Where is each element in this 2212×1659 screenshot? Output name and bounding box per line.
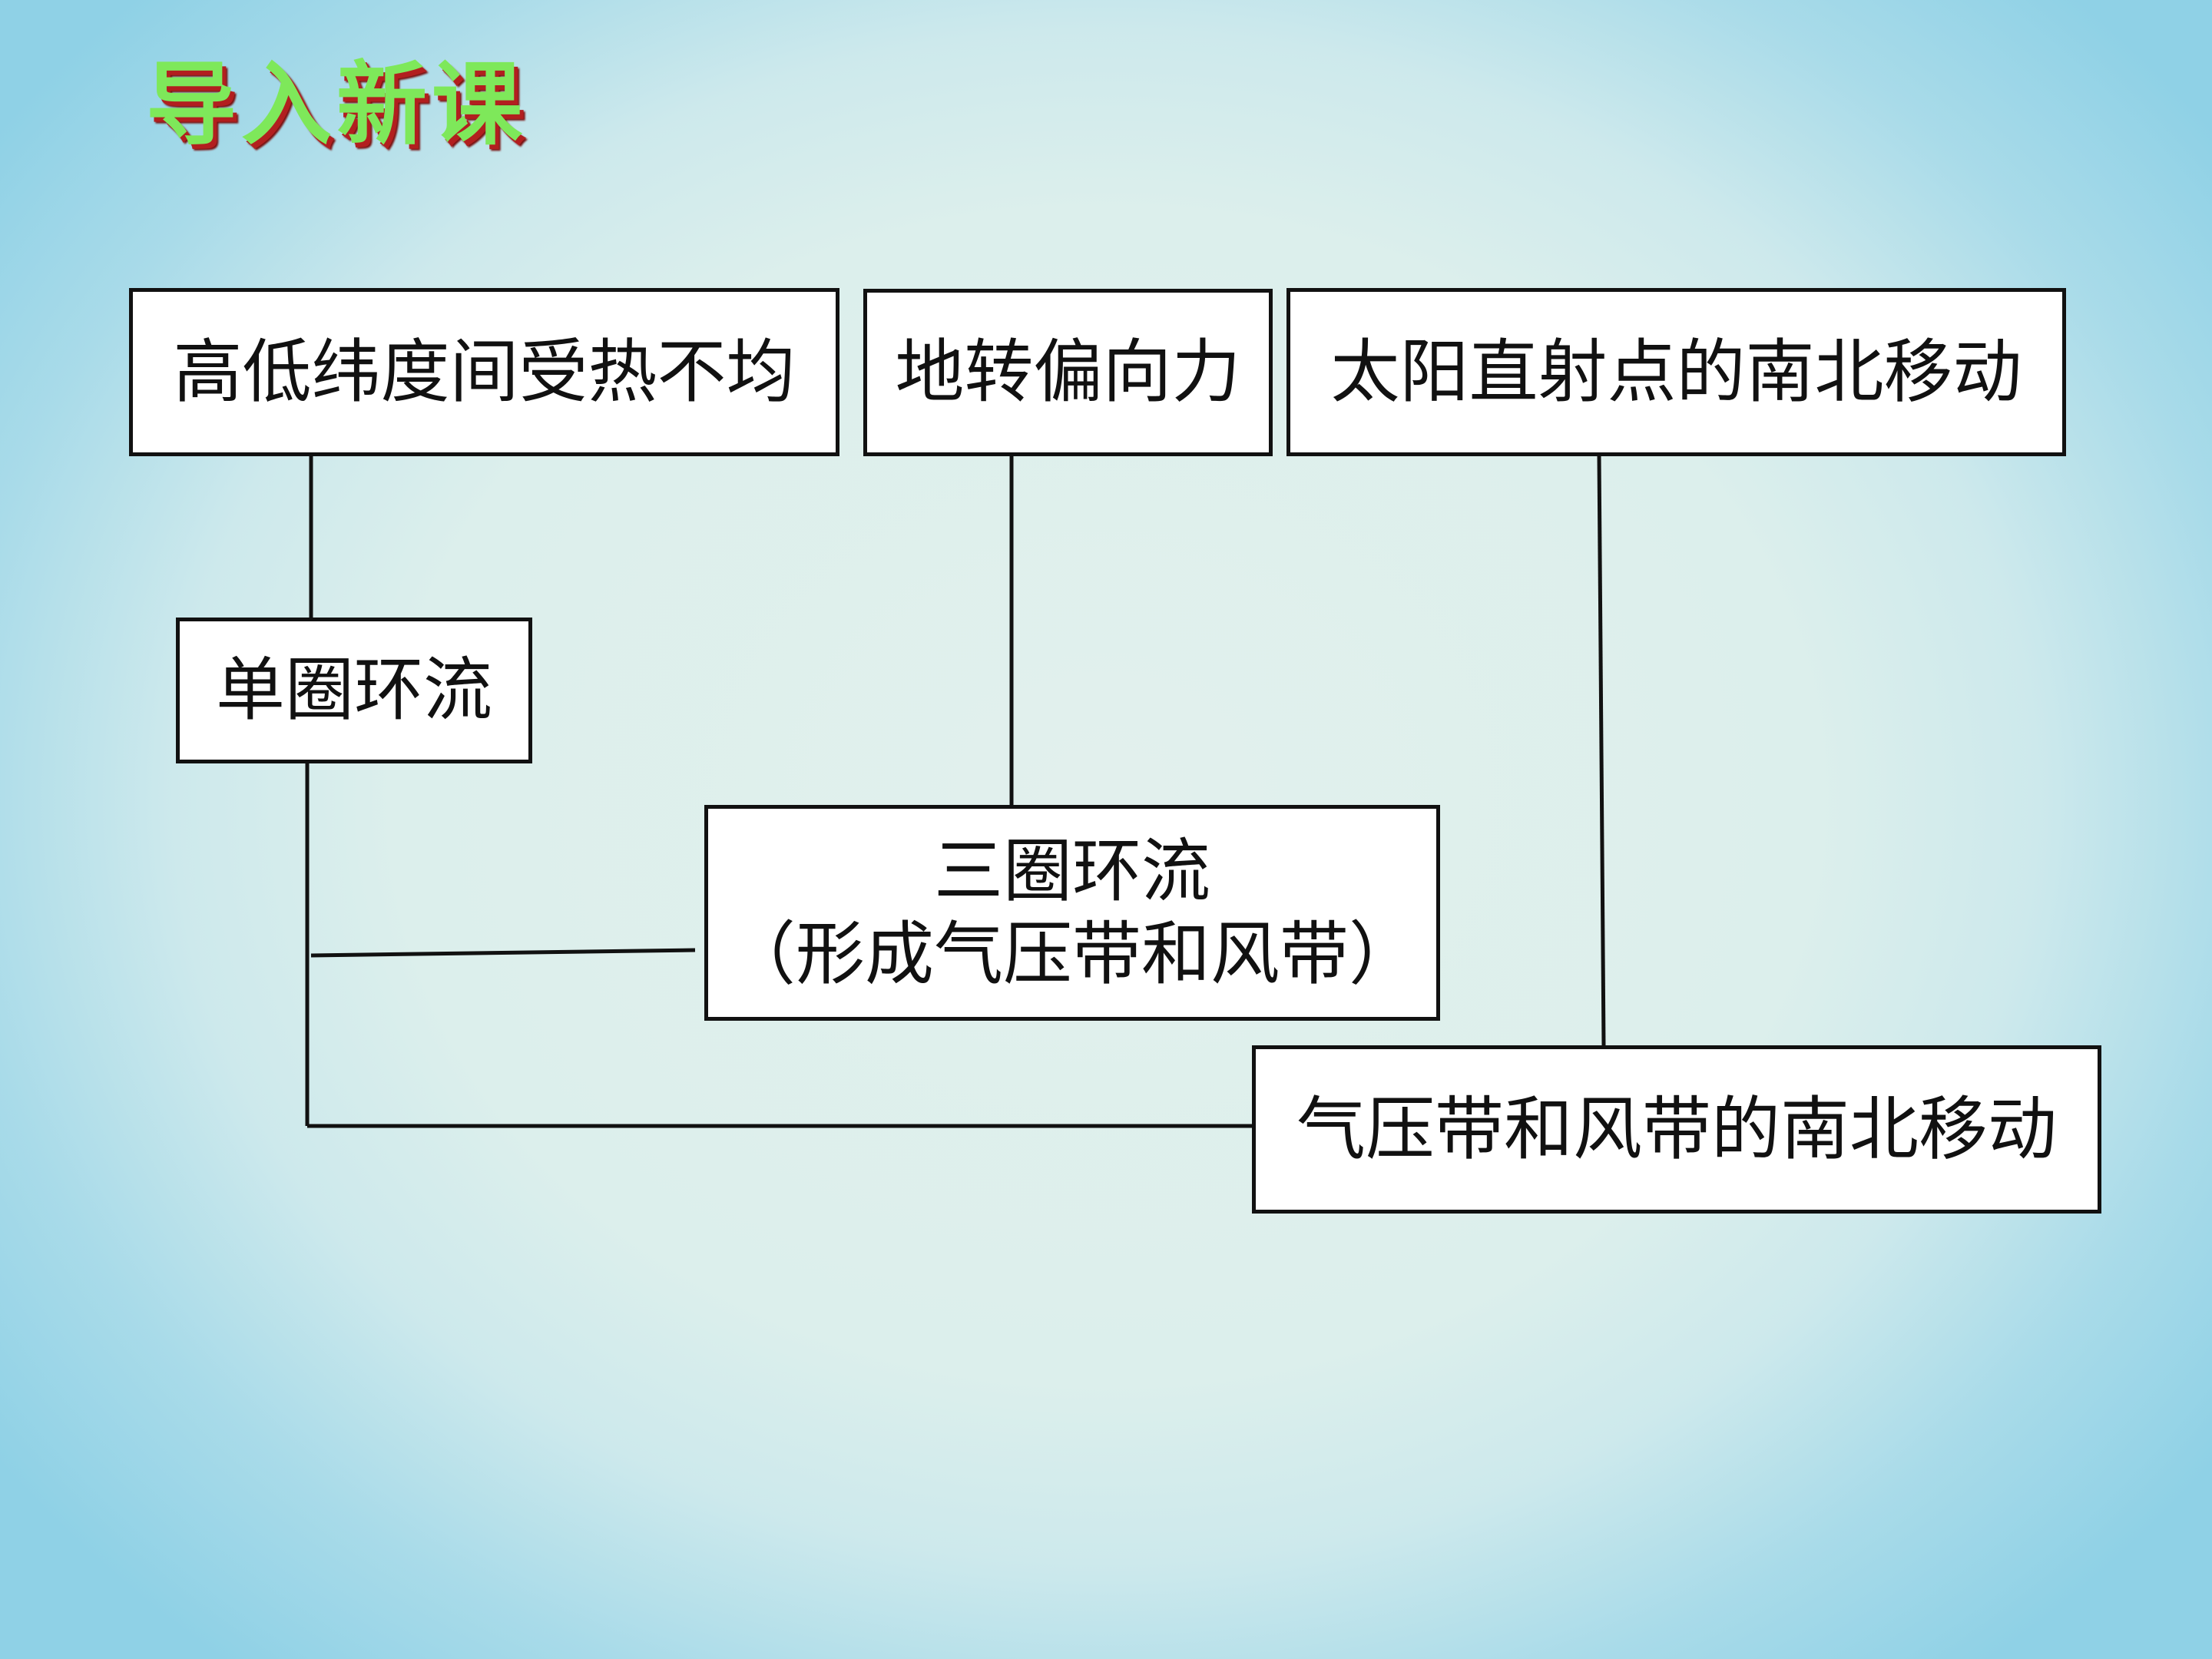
node-single-cell-circulation-label: 单圈环流 (216, 650, 492, 730)
node-uneven-heating: 高低纬度间受热不均 (129, 288, 839, 456)
node-coriolis-force-label: 地转偏向力 (895, 332, 1241, 412)
node-belt-shift-label: 气压带和风带的南北移动 (1296, 1088, 2057, 1170)
node-three-cell-circulation-line1: 三圈环流 (934, 830, 1210, 912)
connector-single-cell-to-three-cell (310, 948, 696, 958)
node-three-cell-circulation: 三圈环流 （形成气压带和风带） (704, 805, 1440, 1021)
node-coriolis-force: 地转偏向力 (863, 289, 1273, 456)
slide-title: 导入新课 (146, 51, 528, 157)
node-three-cell-circulation-line2: （形成气压带和风带） (727, 913, 1418, 995)
node-solar-point-shift-label: 太阳直射点的南北移动 (1330, 331, 2022, 412)
node-single-cell-circulation: 单圈环流 (176, 618, 532, 763)
connector-solar-shift-to-belt-shift (1597, 454, 1606, 1047)
node-uneven-heating-label: 高低纬度间受热不均 (173, 331, 796, 412)
node-solar-point-shift: 太阳直射点的南北移动 (1286, 288, 2066, 456)
node-belt-shift: 气压带和风带的南北移动 (1252, 1045, 2101, 1214)
